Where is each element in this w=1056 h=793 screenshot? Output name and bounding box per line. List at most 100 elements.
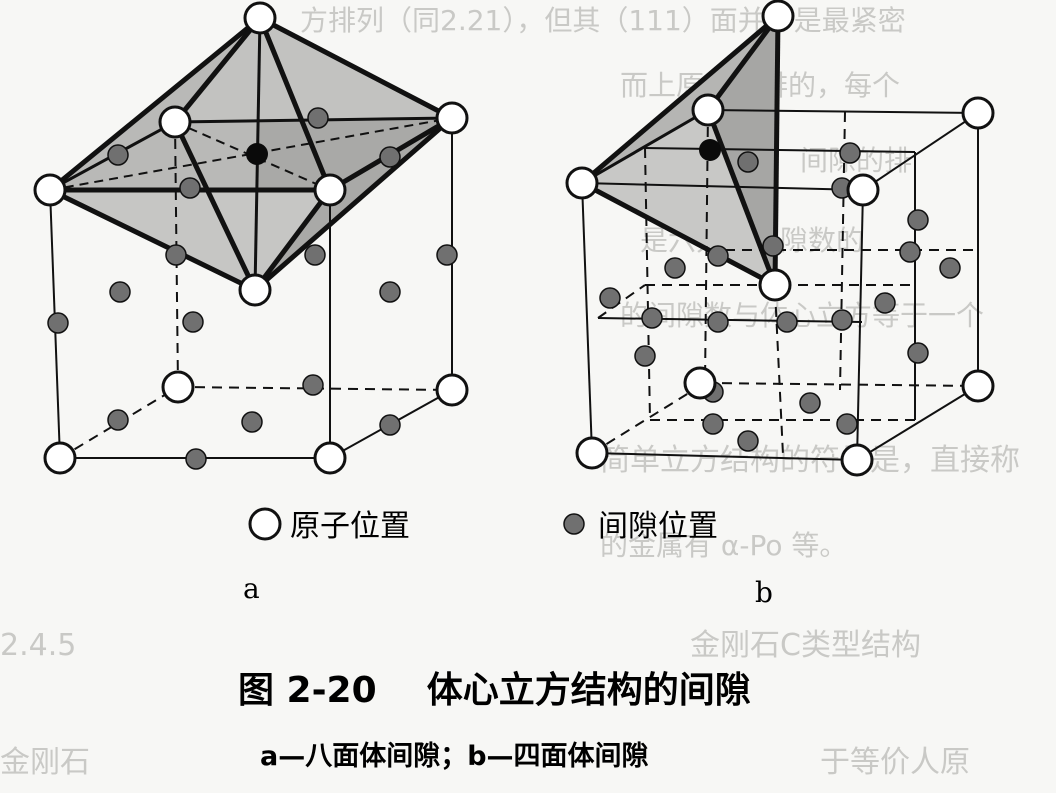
interstice-dot <box>831 309 853 331</box>
octahedron-face-front <box>50 190 330 290</box>
interstice-dot <box>874 292 896 314</box>
interstice-dot <box>907 209 929 231</box>
atom <box>846 173 880 207</box>
interstice-dot <box>379 414 401 436</box>
body-center-atom <box>246 143 268 165</box>
svg-text:的金属有 α-Po 等。: 的金属有 α-Po 等。 <box>600 529 847 562</box>
svg-text:于等价人原: 于等价人原 <box>820 745 970 780</box>
cube-b-hidden-edge <box>597 284 646 319</box>
interstice-dot <box>776 311 798 333</box>
oct-edge <box>172 120 258 292</box>
interstice-dot <box>307 107 329 129</box>
legend-atom-icon <box>248 507 282 541</box>
atom <box>238 273 272 307</box>
tet-edge <box>580 14 780 185</box>
oct-edge <box>48 187 257 293</box>
atom <box>758 268 792 302</box>
tetrahedron-face-back <box>708 16 778 285</box>
interstice-dot <box>707 245 729 267</box>
atom <box>565 166 599 200</box>
svg-text:简单立方结构的符号是，直接称: 简单立方结构的符号是，直接称 <box>600 443 1020 478</box>
body-center-atom <box>699 139 721 161</box>
tet-edge <box>580 180 777 288</box>
panel-a-cube <box>33 1 469 475</box>
atom <box>313 173 347 207</box>
interstice-dot <box>47 312 69 334</box>
atom <box>161 370 195 404</box>
svg-text:金刚石C类型结构: 金刚石C类型结构 <box>690 628 921 663</box>
interstice-dot <box>907 342 929 364</box>
atom <box>313 441 347 475</box>
interstice-dot <box>664 257 686 279</box>
oct-edge <box>253 188 332 292</box>
cube-b-edge <box>862 112 979 191</box>
cube-b-edge <box>707 109 979 114</box>
legend-atom-label: 原子位置 <box>290 509 410 544</box>
interstice-dot <box>939 257 961 279</box>
atom <box>43 441 77 475</box>
tetrahedron-face-front <box>582 110 775 285</box>
cube-b-hidden-edge <box>839 111 846 391</box>
figure-caption: 图 2-20 体心立方结构的间隙 <box>238 670 751 711</box>
interstice-dot <box>241 411 263 433</box>
atom <box>840 443 874 477</box>
tet-edge <box>705 14 781 112</box>
panel-b-cube <box>565 0 995 477</box>
interstice-dot <box>702 413 724 435</box>
oct-edge <box>173 16 262 124</box>
atom <box>435 373 469 407</box>
oct-axis-diagonal <box>174 121 331 191</box>
cube-b-hidden-edge <box>704 382 979 387</box>
interstice-dot <box>379 281 401 303</box>
figure-subcaption: a—八面体间隙；b—四面体间隙 <box>260 741 649 772</box>
oct-edge <box>253 116 454 292</box>
cube-b-hidden-edge <box>591 382 706 454</box>
panel-b-label: b <box>755 576 773 609</box>
legend: 原子位置 间隙位置 <box>248 507 718 544</box>
svg-text:的间隙数与体心立方等于一个: 的间隙数与体心立方等于一个 <box>620 299 984 332</box>
interstice-dot <box>799 392 821 414</box>
interstice-dot <box>182 311 204 333</box>
atom <box>691 93 725 127</box>
atom <box>761 0 795 33</box>
interstice-dot <box>599 287 621 309</box>
interstice-dot <box>379 146 401 168</box>
interstice-dot <box>836 413 858 435</box>
interstice-dot <box>179 177 201 199</box>
cube-b-edge <box>581 182 593 454</box>
interstice-dot <box>109 281 131 303</box>
cube-b-hidden-edge <box>774 289 784 456</box>
oct-edge <box>257 17 333 191</box>
atom <box>961 369 995 403</box>
oct-axis-diagonal <box>49 117 453 191</box>
cube-b-edge <box>581 182 864 191</box>
atom <box>33 173 67 207</box>
legend-interstice-icon <box>563 513 585 535</box>
interstice-dot <box>737 430 759 452</box>
interstice-dot <box>762 235 784 257</box>
cube-b-edge <box>591 452 858 461</box>
svg-text:金刚石: 金刚石 <box>0 745 90 780</box>
atom <box>961 96 995 130</box>
legend-interstice-label: 间隙位置 <box>598 509 718 544</box>
atom <box>243 1 277 35</box>
interstice-dot <box>107 409 129 431</box>
atom <box>683 366 717 400</box>
interstice-dot <box>185 448 207 470</box>
interstice-dot <box>641 307 663 329</box>
background-ghost-text: 方排列（同2.21），但其（111）面并不是最紧密 而上原子密排的，每个 间隙的… <box>0 4 1020 780</box>
octahedron-face-back <box>175 18 452 122</box>
inner-cube-edge <box>644 147 916 153</box>
panel-a-label: a <box>243 572 260 605</box>
interstice-dot <box>304 244 326 266</box>
atom <box>435 101 469 135</box>
tet-edge <box>705 109 778 286</box>
interstice-dot <box>165 244 187 266</box>
interstice-dot <box>107 144 129 166</box>
interstice-dot <box>707 311 729 333</box>
interstice-dot <box>302 374 324 396</box>
atom <box>158 105 192 139</box>
interstice-dot <box>634 345 656 367</box>
svg-text:方排列（同2.21），但其（111）面并不是最紧密: 方排列（同2.21），但其（111）面并不是最紧密 <box>300 4 906 37</box>
